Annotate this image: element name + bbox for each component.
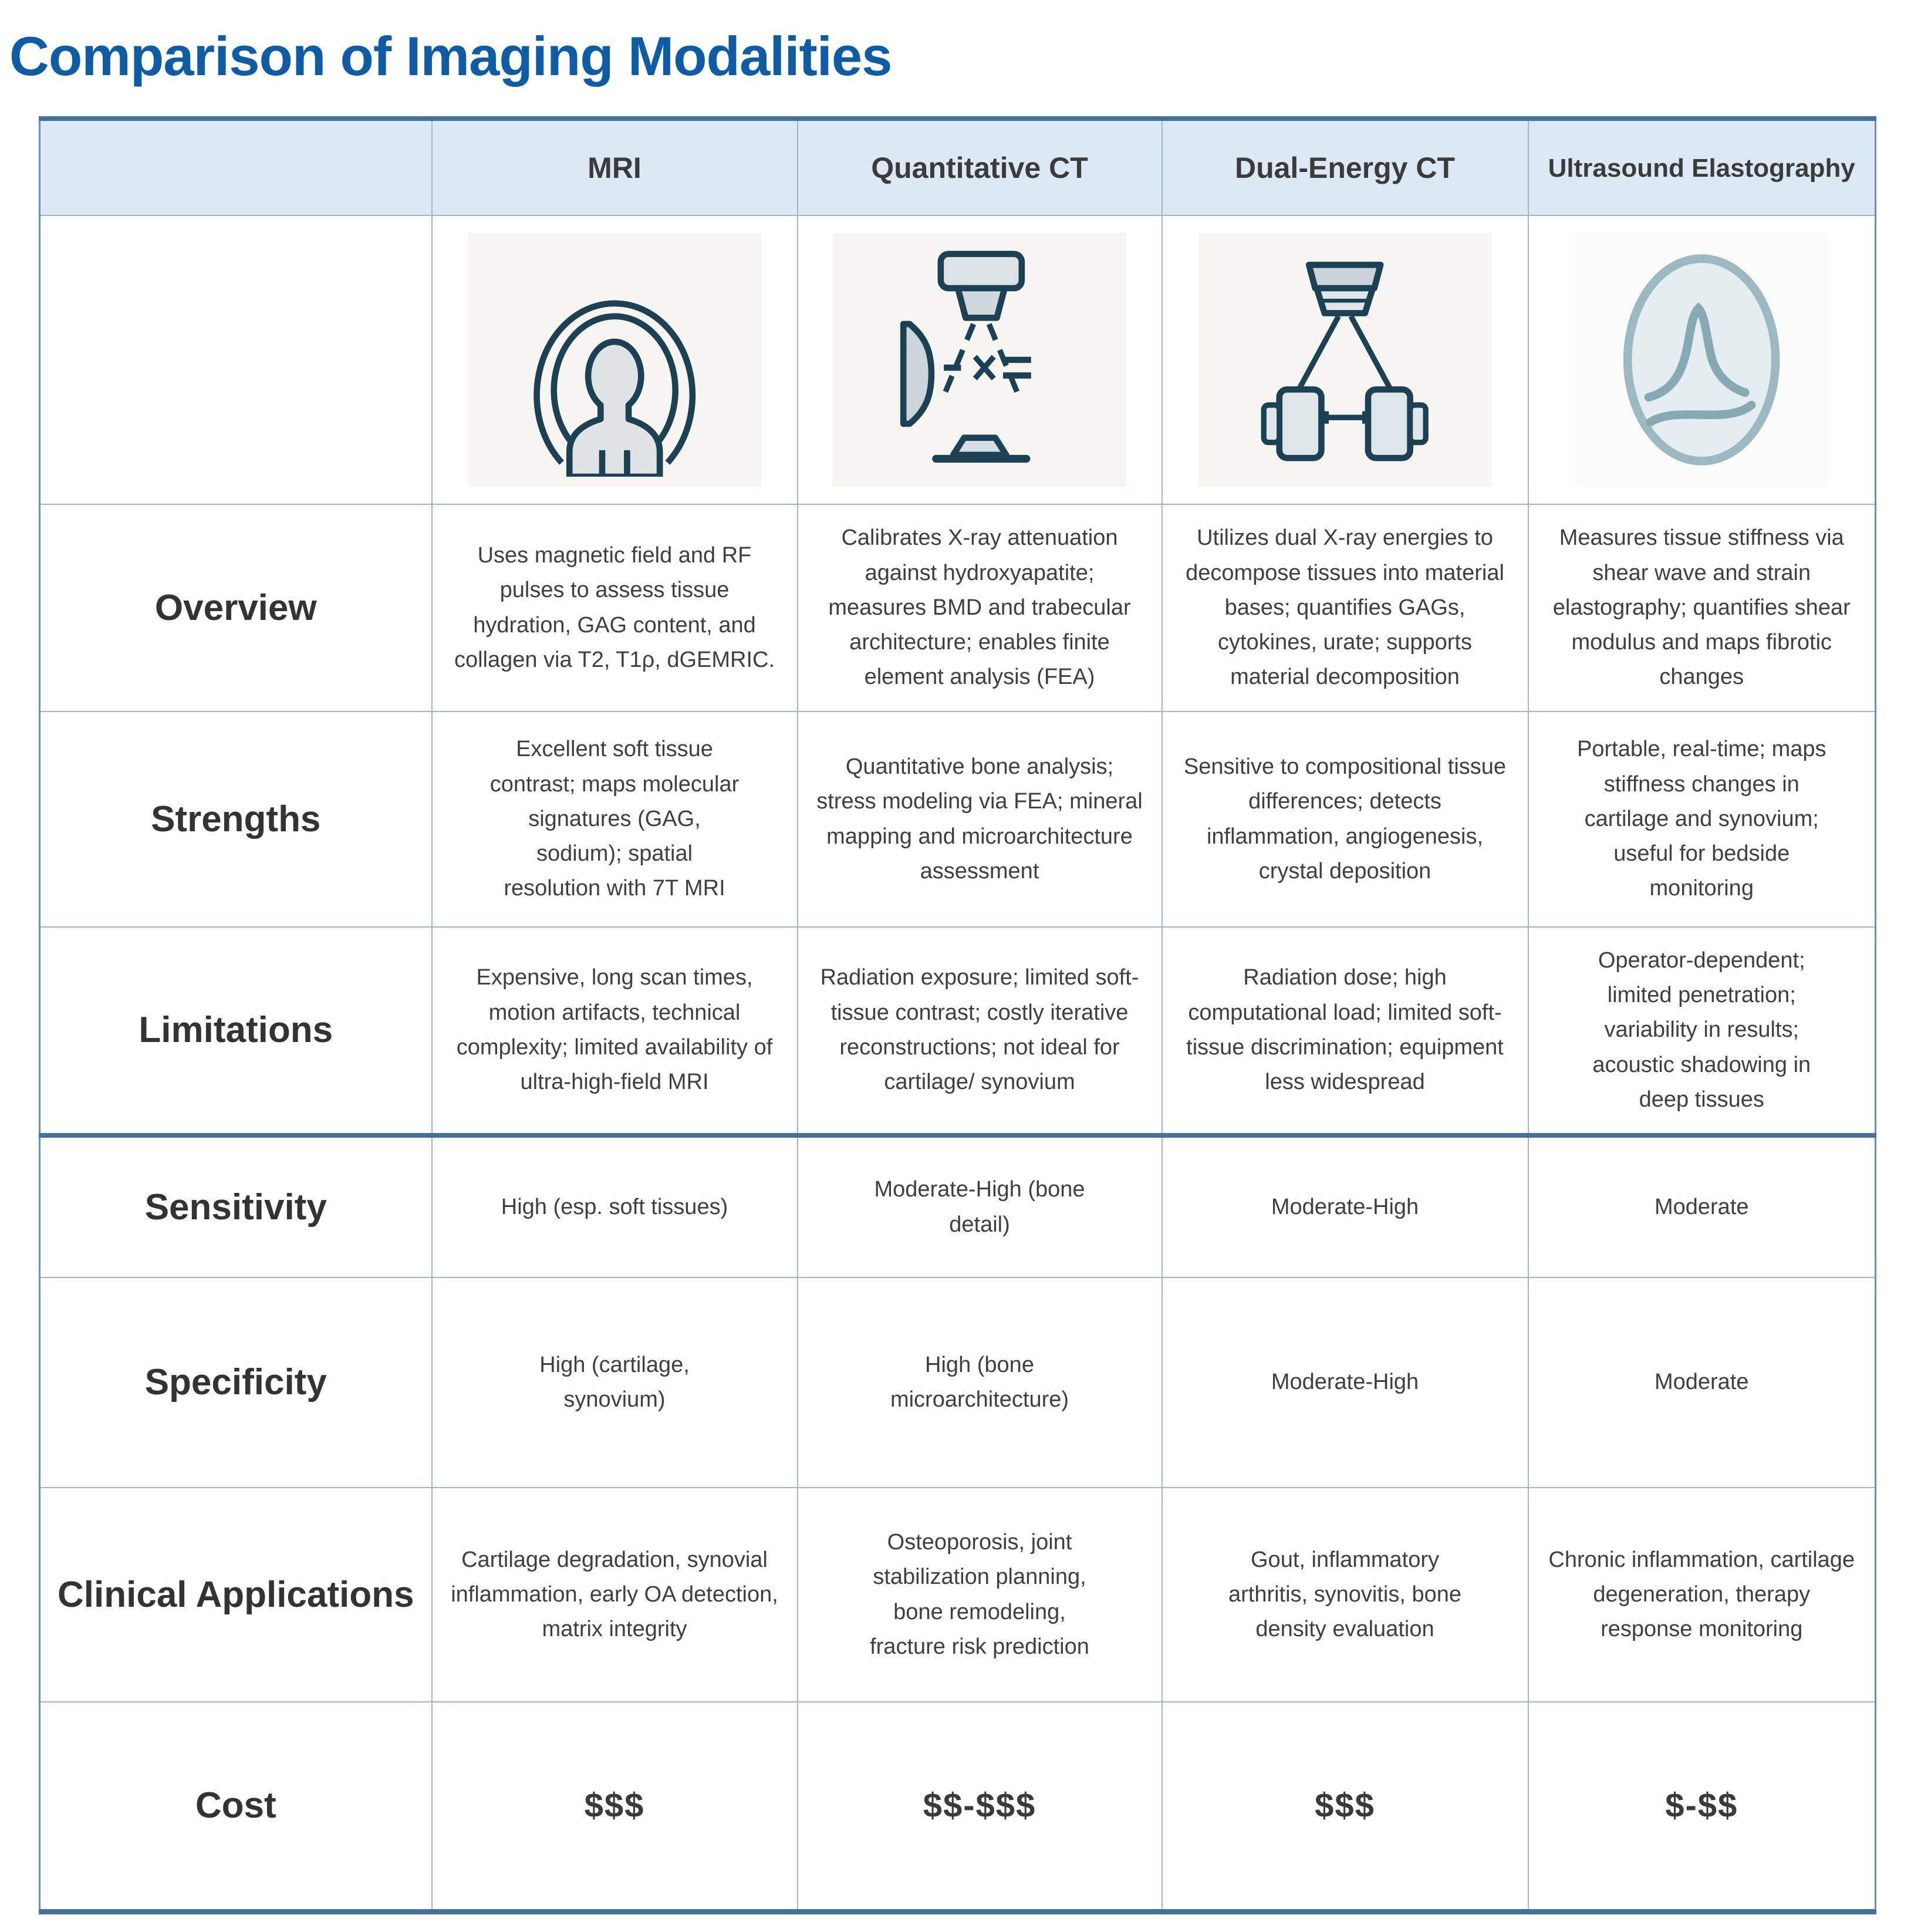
cell-strengths-qct: Quantitative bone analysis; stress model… [796,711,1163,928]
row-cost: Cost $$$ $$-$$$ $$$ $-$$ [39,1701,1876,1914]
cell-sensitivity-dect: Moderate-High [1161,1135,1529,1278]
row-label-overview: Overview [39,504,433,712]
ultrasound-elastography-icon-cell [1527,215,1876,505]
cell-specificity-ultrasound: Moderate [1527,1277,1876,1488]
cell-limitations-ultrasound: Operator-dependent; limited penetration;… [1527,926,1876,1138]
row-label-strengths: Strengths [39,711,433,928]
icons-row-label-cell [39,215,433,505]
row-limitations: Limitations Expensive, long scan times, … [39,926,1876,1138]
cell-limitations-mri: Expensive, long scan times, motion artif… [431,926,798,1138]
cell-specificity-mri: High (cartilage, synovium) [431,1277,798,1488]
cell-clinical-ultrasound: Chronic inflammation, cartilage degenera… [1527,1487,1876,1702]
comparison-table: MRI Quantitative CT Dual-Energy CT Ultra… [39,116,1876,1914]
col-header-dual-energy-ct: Dual-Energy CT [1161,116,1529,216]
quantitative-ct-icon [833,233,1126,487]
cell-limitations-dect: Radiation dose; high computational load;… [1161,926,1529,1138]
col-header-ultrasound-elastography: Ultrasound Elastography [1527,116,1876,216]
cell-text: Excellent soft tissue contrast; maps mol… [489,737,740,901]
cell-clinical-mri: Cartilage degradation, synovial inflamma… [431,1487,798,1702]
row-specificity: Specificity High (cartilage, synovium) H… [39,1277,1876,1488]
row-label-clinical-applications: Clinical Applications [39,1487,433,1702]
row-sensitivity: Sensitivity High (esp. soft tissues) Mod… [39,1135,1876,1278]
mri-icon-cell [431,215,798,505]
corner-cell [39,116,433,216]
cell-sensitivity-mri: High (esp. soft tissues) [431,1135,798,1278]
cell-specificity-dect: Moderate-High [1161,1277,1529,1488]
cell-text: Portable, real-time; maps stiffness chan… [1577,737,1826,901]
cell-clinical-qct: Osteoporosis, joint stabilization planni… [796,1487,1163,1702]
header-row: MRI Quantitative CT Dual-Energy CT Ultra… [39,116,1876,216]
row-label-specificity: Specificity [39,1277,433,1488]
icons-row [39,215,1876,505]
cell-cost-ultrasound: $-$$ [1527,1701,1876,1914]
cell-text: High (cartilage, synovium) [539,1352,690,1412]
cell-cost-qct: $$-$$$ [796,1701,1163,1914]
row-clinical-applications: Clinical Applications Cartilage degradat… [39,1487,1876,1702]
cell-cost-dect: $$$ [1161,1701,1529,1914]
cell-cost-mri: $$$ [431,1701,798,1914]
page-title: Comparison of Imaging Modalities [9,25,892,87]
row-overview: Overview Uses magnetic field and RF puls… [39,504,1876,712]
col-header-mri: MRI [431,116,798,216]
cell-text: Moderate-High (bone detail) [874,1177,1085,1237]
ultrasound-elastography-icon [1575,233,1828,487]
cell-text: Operator-dependent; limited penetration;… [1592,948,1811,1112]
cell-limitations-qct: Radiation exposure; limited soft-tissue … [796,926,1163,1138]
row-label-cost: Cost [39,1701,433,1914]
mri-icon [468,233,761,487]
dual-energy-ct-icon [1198,233,1492,487]
cell-overview-mri: Uses magnetic field and RF pulses to ass… [431,504,798,712]
cell-text: High (esp. soft tissues) [501,1194,728,1219]
cell-strengths-dect: Sensitive to compositional tissue differ… [1161,711,1529,928]
cell-strengths-mri: Excellent soft tissue contrast; maps mol… [431,711,798,928]
cell-overview-dect: Utilizes dual X-ray energies to decompos… [1161,504,1529,712]
cell-sensitivity-ultrasound: Moderate [1527,1135,1876,1278]
cell-overview-qct: Calibrates X-ray attenuation against hyd… [796,504,1163,712]
row-label-limitations: Limitations [39,926,433,1138]
dual-energy-ct-icon-cell [1161,215,1529,505]
col-header-quantitative-ct: Quantitative CT [796,116,1163,216]
cell-text: High (bone microarchitecture) [890,1352,1069,1412]
row-strengths: Strengths Excellent soft tissue contrast… [39,711,1876,928]
cell-text: Gout, inflammatory arthritis, synovitis,… [1228,1547,1462,1642]
cell-specificity-qct: High (bone microarchitecture) [796,1277,1163,1488]
cell-clinical-dect: Gout, inflammatory arthritis, synovitis,… [1161,1487,1529,1702]
cell-sensitivity-qct: Moderate-High (bone detail) [796,1135,1163,1278]
row-label-sensitivity: Sensitivity [39,1135,433,1278]
cell-strengths-ultrasound: Portable, real-time; maps stiffness chan… [1527,711,1876,928]
quantitative-ct-icon-cell [796,215,1163,505]
cell-overview-ultrasound: Measures tissue stiffness via shear wave… [1527,504,1876,712]
cell-text: Osteoporosis, joint stabilization planni… [870,1529,1089,1659]
